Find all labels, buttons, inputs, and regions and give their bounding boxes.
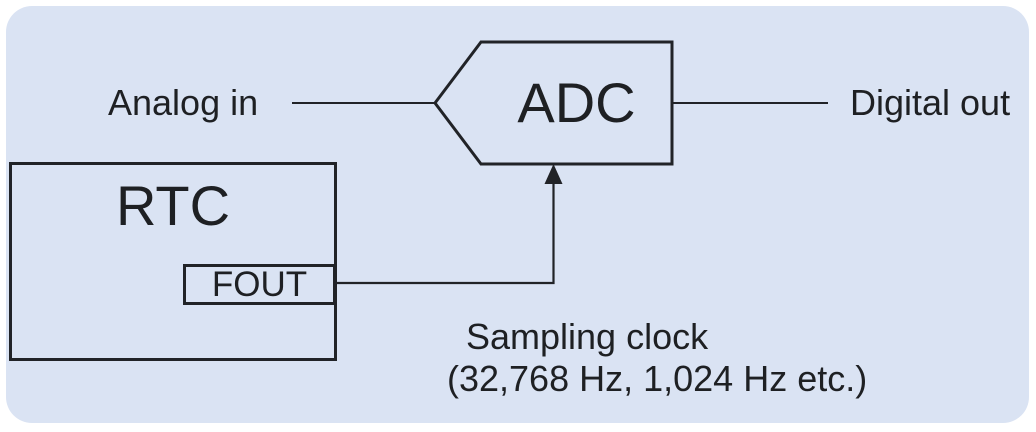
sampling-clock-caption-line1: Sampling clock (466, 316, 709, 357)
rtc-block-shape (11, 164, 336, 360)
fout-port-shape (185, 266, 335, 304)
rtc-block-label: RTC (115, 174, 231, 237)
adc-block-label: ADC (517, 71, 636, 134)
digital-out-label: Digital out (850, 82, 1011, 123)
fout-port-label: FOUT (211, 265, 308, 304)
sampling-clock-caption-line2: (32,768 Hz, 1,024 Hz etc.) (447, 358, 868, 399)
adc-block-shape (435, 42, 672, 164)
sampling-clock-wire (337, 182, 554, 283)
slide-background-panel (6, 6, 1029, 423)
sampling-clock-arrowhead-icon (544, 164, 563, 184)
analog-in-label: Analog in (108, 82, 259, 123)
